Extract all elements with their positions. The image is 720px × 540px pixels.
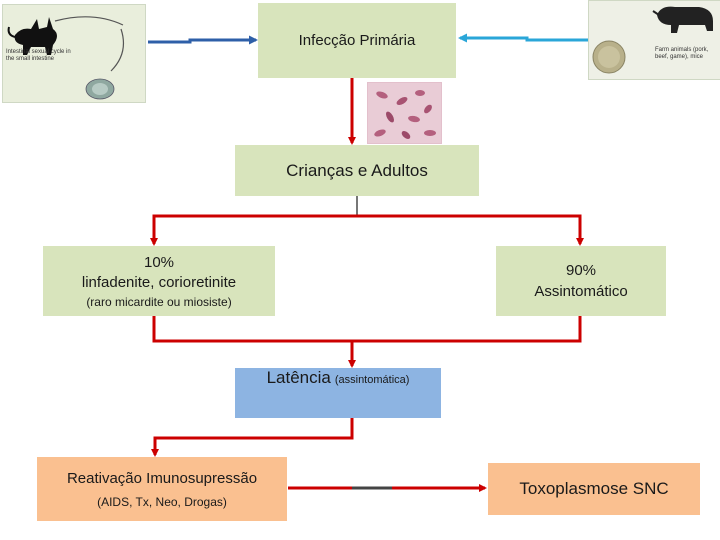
symptomatic-percent: 10%	[143, 253, 175, 271]
farm-animals-image: Farm animals (pork, beef, game), mice	[588, 0, 720, 80]
symptomatic-box: 10% linfadenite, corioretinite (raro mic…	[43, 246, 275, 316]
outcome-label: Toxoplasmose SNC	[519, 479, 669, 498]
reactivation-box: Reativação Imunosupressão (AIDS, Tx, Neo…	[37, 457, 287, 521]
population-box: Crianças e Adultos	[235, 145, 479, 196]
tachyzoite-micrograph	[367, 82, 442, 144]
reactivation-label: Reativação Imunosupressão	[66, 469, 258, 487]
arrow-to-symptomatic	[150, 214, 357, 246]
arrow-to-reactivation	[151, 418, 354, 457]
cat-cycle-caption: Intestinal sexual cycle in the small int…	[6, 49, 71, 62]
cat-icon	[7, 16, 124, 100]
outcome-box: Toxoplasmose SNC	[488, 463, 700, 515]
arrow-from-farm-animals	[458, 33, 588, 43]
cat-cycle-image: Intestinal sexual cycle in the small int…	[2, 4, 146, 103]
asymptomatic-box: 90% Assintomático	[496, 246, 666, 316]
asymptomatic-description: Assintomático	[534, 283, 628, 300]
arrow-from-cat-cycle	[148, 35, 258, 45]
symptomatic-description: linfadenite, corioretinite	[81, 273, 237, 291]
reactivation-note: (AIDS, Tx, Neo, Drogas)	[97, 494, 227, 509]
latency-box: Latência (assintomática)	[235, 368, 441, 418]
merge-from-asymptomatic	[352, 316, 582, 343]
population-label: Crianças e Adultos	[286, 160, 428, 180]
pig-icon	[592, 6, 713, 74]
latency-label: Latência	[266, 368, 331, 387]
latency-note: (assintomática)	[334, 374, 410, 386]
farm-animals-caption: Farm animals (pork, beef, game), mice	[655, 47, 709, 60]
primary-infection-label: Infecção Primária	[298, 32, 416, 49]
asymptomatic-percent: 90%	[565, 262, 597, 279]
arrow-to-asymptomatic	[357, 214, 584, 246]
symptomatic-note: (raro micardite ou miosiste)	[86, 294, 232, 309]
merge-from-symptomatic	[152, 316, 352, 343]
primary-infection-box: Infecção Primária	[258, 3, 456, 78]
